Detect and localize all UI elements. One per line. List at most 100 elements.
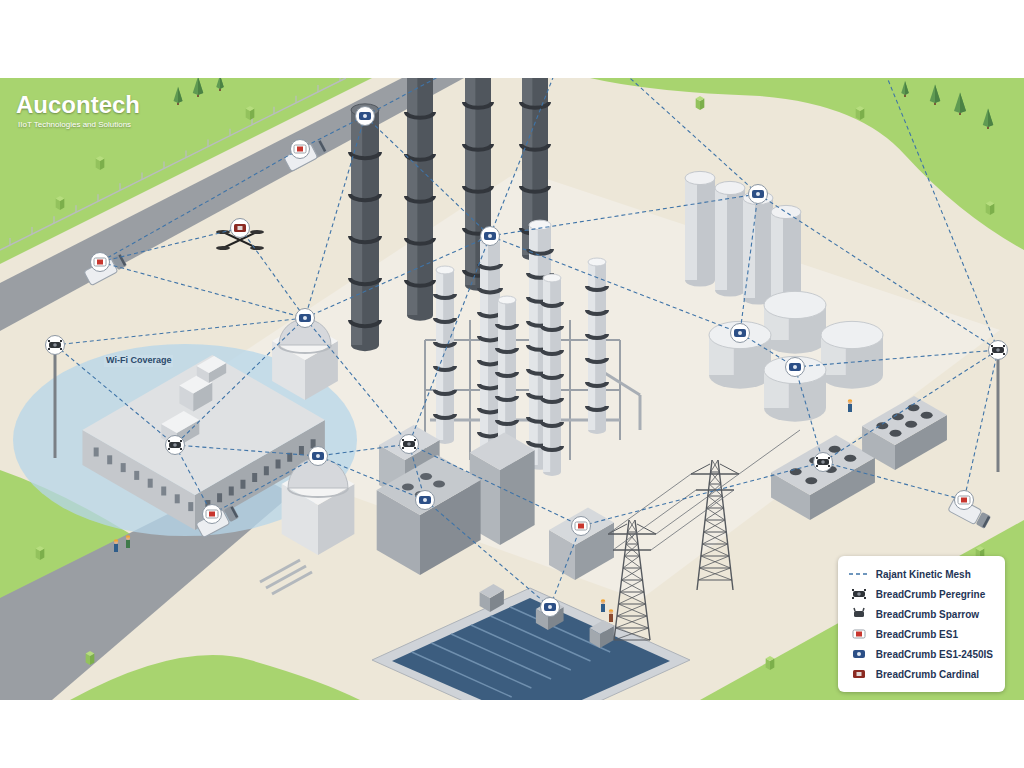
worker-body — [114, 544, 118, 552]
transmission-tower-strut — [616, 628, 649, 629]
mesh-link — [305, 236, 490, 318]
control-building-top — [470, 433, 535, 471]
bush-top — [856, 106, 865, 111]
bush-top — [696, 96, 705, 101]
tree-crown — [983, 109, 994, 127]
water-basin-wall — [372, 588, 690, 700]
window — [107, 455, 112, 464]
road — [0, 78, 464, 331]
peregrine-lens — [53, 343, 57, 347]
es2450-body — [299, 314, 311, 322]
storage-tank-cap — [821, 321, 883, 348]
es2450-body — [359, 112, 371, 120]
fence-post — [53, 216, 54, 223]
transmission-tower-strut — [705, 520, 725, 521]
pump-house-top — [590, 620, 614, 634]
mesh-node-halo — [46, 336, 65, 355]
worker-head — [609, 610, 613, 614]
scene — [0, 78, 1024, 700]
tree-crown-shade — [988, 109, 993, 127]
worker-body — [609, 614, 613, 622]
tree — [901, 81, 909, 97]
truck — [284, 138, 328, 171]
grass-area — [700, 520, 1024, 700]
tree-crown-shade — [198, 78, 203, 95]
process-column — [587, 258, 607, 434]
sparrow-antenna — [863, 608, 864, 611]
process-column-ring — [587, 382, 607, 386]
worker — [126, 535, 131, 548]
window — [175, 494, 180, 503]
antenna-pole — [997, 357, 1000, 472]
mesh-link — [55, 318, 305, 345]
transmission-tower-brace — [705, 520, 726, 532]
process-column-body — [543, 278, 561, 476]
transmission-tower-brace — [701, 556, 731, 568]
truck-window — [982, 516, 990, 528]
mesh-node-halo — [203, 505, 222, 524]
tree — [216, 78, 224, 91]
silo-cap — [685, 171, 715, 184]
transmission-tower-strut — [619, 604, 646, 605]
fence-rail — [0, 78, 346, 250]
bush — [246, 106, 255, 120]
chimney-ring — [406, 238, 434, 244]
mesh-link — [409, 444, 581, 526]
silo-body — [685, 178, 715, 287]
mesh-node — [203, 505, 222, 524]
mesh-node — [166, 436, 185, 455]
drone-rotor — [216, 246, 230, 250]
legend-sample — [848, 607, 870, 621]
es1-body — [294, 145, 306, 153]
silo — [743, 191, 773, 304]
mesh-link — [175, 445, 212, 514]
silo — [685, 171, 715, 286]
transmission-tower-brace — [617, 604, 646, 616]
bush-top — [96, 156, 105, 161]
legend-row: BreadCrumb Sparrow — [848, 604, 993, 624]
process-column-ring — [497, 420, 517, 424]
es2450-body — [853, 650, 865, 658]
mesh-node — [541, 598, 560, 617]
peregrine-antenna-mount — [816, 457, 818, 459]
process-column-ring — [479, 288, 501, 292]
grass-area — [590, 78, 1024, 250]
fence-post — [97, 194, 98, 201]
mesh-link — [490, 194, 758, 236]
mesh-link — [305, 318, 409, 444]
transmission-tower-brace — [622, 568, 642, 580]
pump-house — [590, 620, 614, 648]
fence-post — [229, 129, 230, 136]
silo-shade — [685, 178, 697, 280]
transmission-tower-brace — [620, 592, 646, 604]
transmission-tower-brace — [614, 628, 649, 640]
process-column — [542, 274, 562, 476]
window — [188, 502, 193, 511]
transmission-tower-brace — [619, 604, 648, 616]
bush-top — [246, 106, 255, 111]
tree-crown — [930, 85, 941, 103]
window — [299, 446, 304, 455]
antenna-pole — [54, 352, 57, 458]
chimney-ring — [350, 320, 380, 326]
worker — [601, 599, 606, 612]
transmission-tower-brace — [700, 556, 730, 568]
transmission-tower-strut — [623, 568, 641, 569]
mesh-node — [309, 447, 328, 466]
peregrine-antenna-mount — [48, 348, 50, 350]
transmission-tower-strut — [626, 544, 638, 545]
mesh-node — [814, 453, 833, 472]
chimney-ring — [464, 102, 492, 108]
bush-top — [86, 651, 95, 656]
storage-tank-cap — [764, 356, 826, 383]
process-column-ring — [497, 324, 517, 328]
kinetic-mesh-links — [55, 78, 998, 607]
power-line — [656, 474, 739, 534]
pipe — [272, 572, 312, 594]
chimney-ring — [350, 194, 380, 200]
chimney-ring — [406, 154, 434, 160]
peregrine-body — [817, 459, 829, 465]
process-column-ring — [587, 406, 607, 410]
silo-shade — [743, 198, 755, 298]
es2450-lens — [488, 234, 492, 238]
